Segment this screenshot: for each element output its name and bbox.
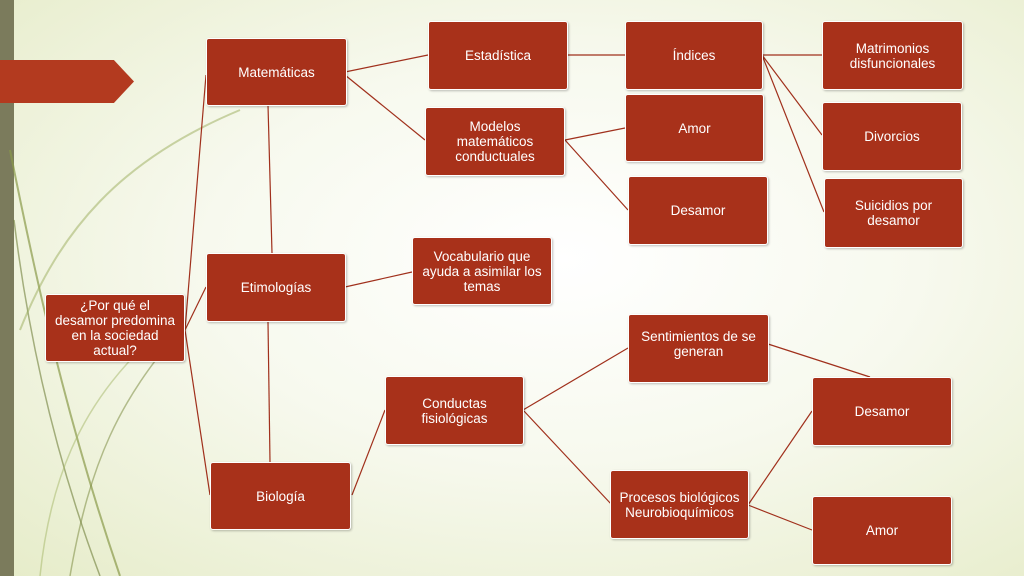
divorcios-node: Divorcios — [822, 102, 962, 171]
indices-node: Índices — [625, 21, 763, 90]
arrow-banner — [0, 60, 134, 103]
conductas-fisiologicas-node: Conductas fisiológicas — [385, 376, 524, 445]
biologia-node: Biología — [210, 462, 351, 530]
etimologias-node: Etimologías — [206, 253, 346, 322]
left-accent-bar — [0, 0, 14, 576]
desamor-node-1: Desamor — [628, 176, 768, 245]
desamor-node-2: Desamor — [812, 377, 952, 446]
matematicas-node: Matemáticas — [206, 38, 347, 106]
procesos-biologicos-node: Procesos biológicos Neurobioquímicos — [610, 470, 749, 539]
root-question-node: ¿Por qué el desamor predomina en la soci… — [45, 294, 185, 362]
vocabulario-node: Vocabulario que ayuda a asimilar los tem… — [412, 237, 552, 305]
amor-node-2: Amor — [812, 496, 952, 565]
suicidios-node: Suicidios por desamor — [824, 178, 963, 248]
amor-node-1: Amor — [625, 94, 764, 162]
matrimonios-node: Matrimonios disfuncionales — [822, 21, 963, 90]
estadistica-node: Estadística — [428, 21, 568, 90]
modelos-matematicos-node: Modelos matemáticos conductuales — [425, 107, 565, 176]
sentimientos-node: Sentimientos de se generan — [628, 314, 769, 383]
